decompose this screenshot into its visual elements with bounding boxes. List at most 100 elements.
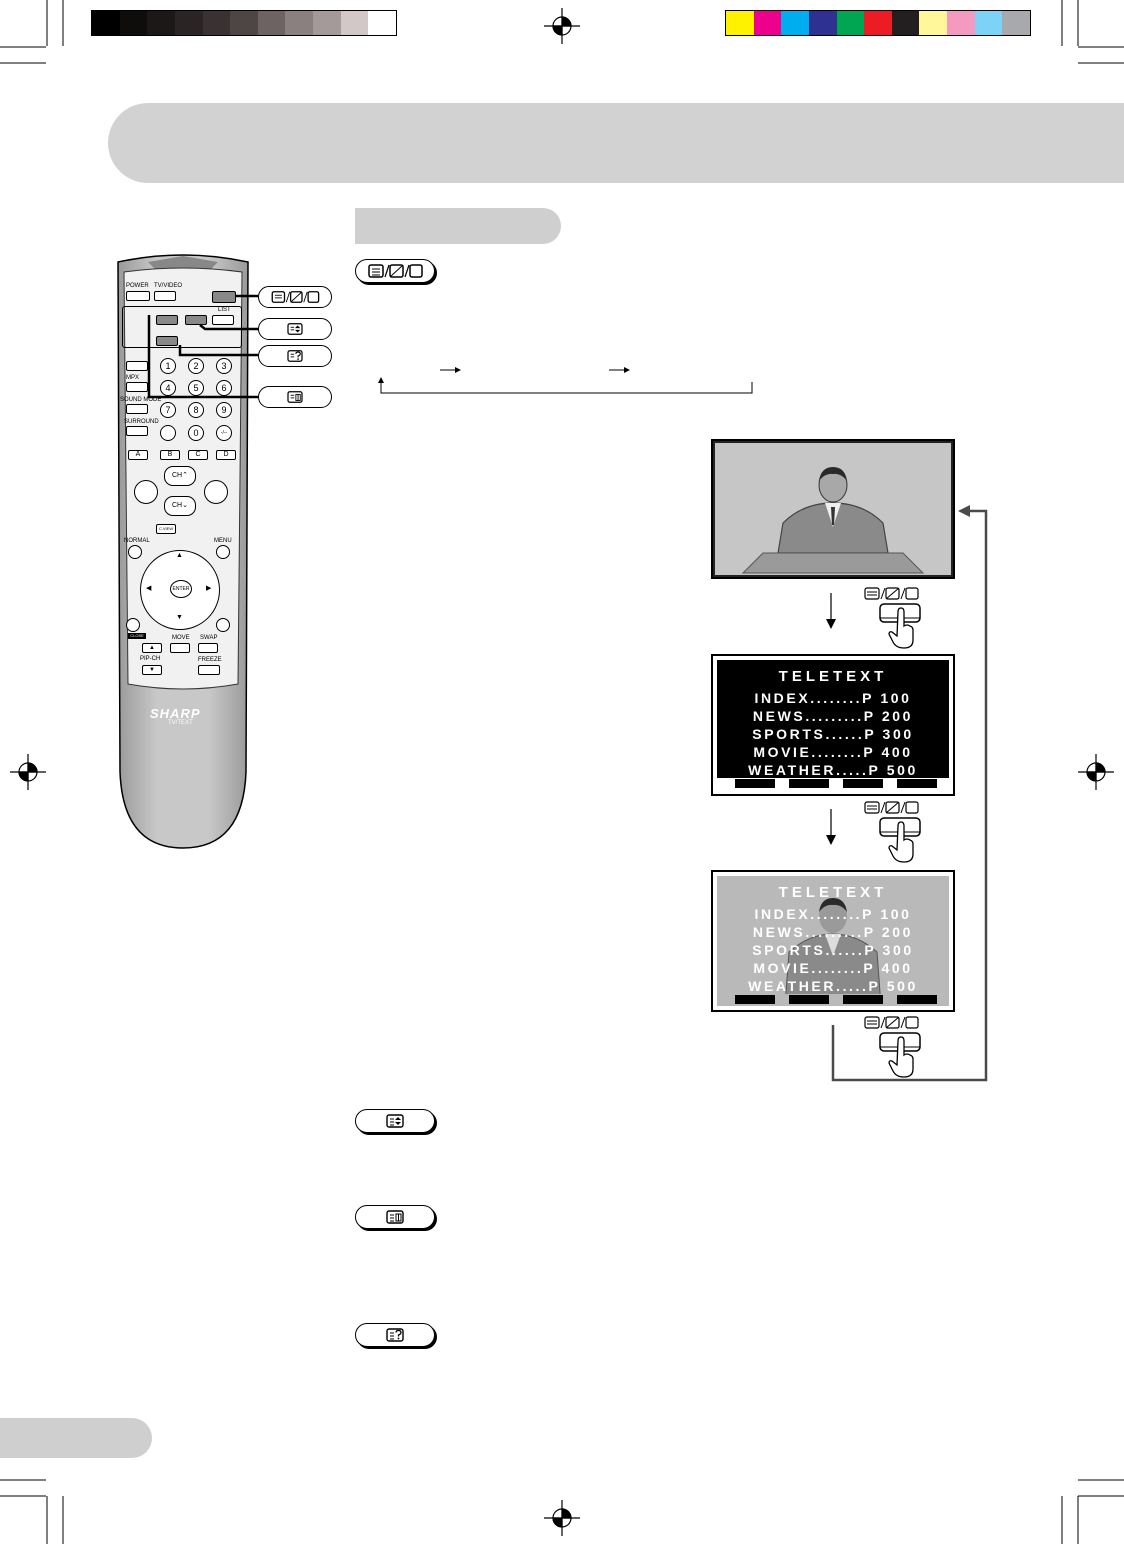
hold-icon xyxy=(386,1210,404,1224)
subpage-icon xyxy=(386,1114,404,1128)
header-band xyxy=(108,103,1124,183)
pip-ch-label: PIP-CH xyxy=(140,656,161,662)
process-color-bar xyxy=(725,10,1031,36)
swap-button[interactable] xyxy=(198,643,218,653)
tv-video-label: TV/VIDEO xyxy=(154,283,183,289)
digit-key-6[interactable]: 6 xyxy=(216,380,232,396)
digit-key-8[interactable]: 8 xyxy=(188,402,204,418)
grayscale-swatch xyxy=(285,11,314,35)
registration-target-left xyxy=(10,754,46,790)
fasttext-bar xyxy=(735,779,775,788)
model-label: TV/TEXT xyxy=(168,720,193,726)
menu-button[interactable] xyxy=(216,545,230,559)
mpx-label: MPX xyxy=(126,375,140,381)
process-color-swatch xyxy=(753,11,782,35)
callout-hold xyxy=(258,386,332,408)
volume-up-button[interactable] xyxy=(204,480,228,504)
normal-button[interactable] xyxy=(128,545,142,559)
mix-page: TELETEXT INDEX........P 100 NEWS........… xyxy=(717,876,949,1006)
press-button-icon-2 xyxy=(864,801,921,863)
mix-line-sports: SPORTS......P 300 xyxy=(752,942,914,958)
mix-line-weather: WEATHER.....P 500 xyxy=(748,978,918,994)
grayscale-bar xyxy=(91,10,397,36)
registration-target-bottom xyxy=(544,1500,580,1536)
surround-button[interactable] xyxy=(126,426,148,436)
callout-subpage xyxy=(258,318,332,340)
digit-key-1[interactable]: 1 xyxy=(160,358,176,374)
normal-label: NORMAL xyxy=(124,538,150,544)
text-mode-key xyxy=(355,259,435,283)
process-color-swatch xyxy=(1002,11,1031,35)
pip-button[interactable] xyxy=(126,618,140,632)
teletext-page: TELETEXT INDEX........P 100 NEWS........… xyxy=(717,660,949,790)
sound-mode-label: SOUND MODE xyxy=(120,397,162,403)
process-color-swatch xyxy=(974,11,1003,35)
process-color-swatch xyxy=(947,11,975,35)
enter-button[interactable]: ENTER xyxy=(170,580,192,598)
flow-arrow-1 xyxy=(826,593,836,629)
swap-label: SWAP xyxy=(200,635,218,641)
pip-ch-up-button[interactable]: ▲ xyxy=(142,643,162,653)
function-keys-group xyxy=(122,306,242,348)
digit-key-0[interactable]: 0 xyxy=(188,425,204,441)
page-number-tab xyxy=(0,1418,152,1458)
left-arrow-icon: ◀ xyxy=(146,585,152,592)
process-color-swatch xyxy=(808,11,837,35)
volume-down-button[interactable] xyxy=(134,480,158,504)
subpage-remote-button[interactable] xyxy=(185,315,207,325)
text-tv-mix-icon xyxy=(271,291,320,303)
channel-down-button[interactable]: CH⌄ xyxy=(164,496,196,516)
list-button[interactable] xyxy=(212,315,234,325)
callout-lines xyxy=(147,294,258,399)
newscaster-image xyxy=(715,443,951,575)
fasttext-strip xyxy=(717,778,949,790)
press-button-icon-1 xyxy=(864,587,921,649)
move-label: MOVE xyxy=(172,635,190,641)
tv-video-button[interactable] xyxy=(154,291,176,301)
power-button[interactable] xyxy=(126,291,150,301)
process-color-swatch xyxy=(781,11,809,35)
pip-ch-down-button[interactable]: ▼ xyxy=(142,665,162,675)
mute-button[interactable] xyxy=(126,361,148,371)
flashback-key[interactable] xyxy=(160,425,176,441)
digit-key-5[interactable]: 5 xyxy=(188,380,204,396)
digit-key-4[interactable]: 4 xyxy=(160,380,176,396)
digit-key-9[interactable]: 9 xyxy=(216,402,232,418)
up-arrow-icon: ▲ xyxy=(176,552,183,559)
digit-key-7[interactable]: 7 xyxy=(160,402,176,418)
freeze-label: FREEZE xyxy=(198,657,222,663)
teletext-screen: TELETEXT INDEX........P 100 NEWS........… xyxy=(711,654,955,796)
ch-up-label: CH xyxy=(172,472,183,479)
mpx-button[interactable] xyxy=(126,382,148,392)
subpage-icon xyxy=(287,323,303,335)
dash-key[interactable]: -/-- xyxy=(216,425,232,441)
return-button[interactable] xyxy=(216,618,230,632)
callout-reveal xyxy=(258,345,332,367)
hold-remote-button[interactable] xyxy=(156,315,178,325)
close-button[interactable]: CLOSE xyxy=(128,633,146,639)
fasttext-bar xyxy=(843,995,883,1004)
grayscale-swatch xyxy=(313,11,341,35)
grayscale-swatch xyxy=(202,11,231,35)
list-label: LIST xyxy=(218,307,231,313)
color-key-c[interactable]: C xyxy=(188,450,208,460)
down-arrow-icon: ▼ xyxy=(176,614,183,621)
digit-key-2[interactable]: 2 xyxy=(188,358,204,374)
channel-up-button[interactable]: CH⌃ xyxy=(164,466,196,486)
process-color-swatch xyxy=(726,11,754,35)
color-key-a[interactable]: A xyxy=(128,450,148,460)
grayscale-swatch xyxy=(230,11,258,35)
color-key-b[interactable]: B xyxy=(160,450,180,460)
sound-mode-button[interactable] xyxy=(126,404,148,414)
reveal-remote-button[interactable] xyxy=(156,336,178,346)
color-key-d[interactable]: D xyxy=(216,450,236,460)
move-button[interactable] xyxy=(170,643,190,653)
mode-cycle-diagram xyxy=(378,367,753,394)
c-view-button[interactable]: C.VIEW xyxy=(156,524,176,534)
teletext-line-news: NEWS.........P 200 xyxy=(752,708,914,724)
freeze-button[interactable] xyxy=(198,665,220,675)
grayscale-swatch xyxy=(92,11,120,35)
teletext-title: TELETEXT xyxy=(778,668,888,685)
digit-key-3[interactable]: 3 xyxy=(216,358,232,374)
